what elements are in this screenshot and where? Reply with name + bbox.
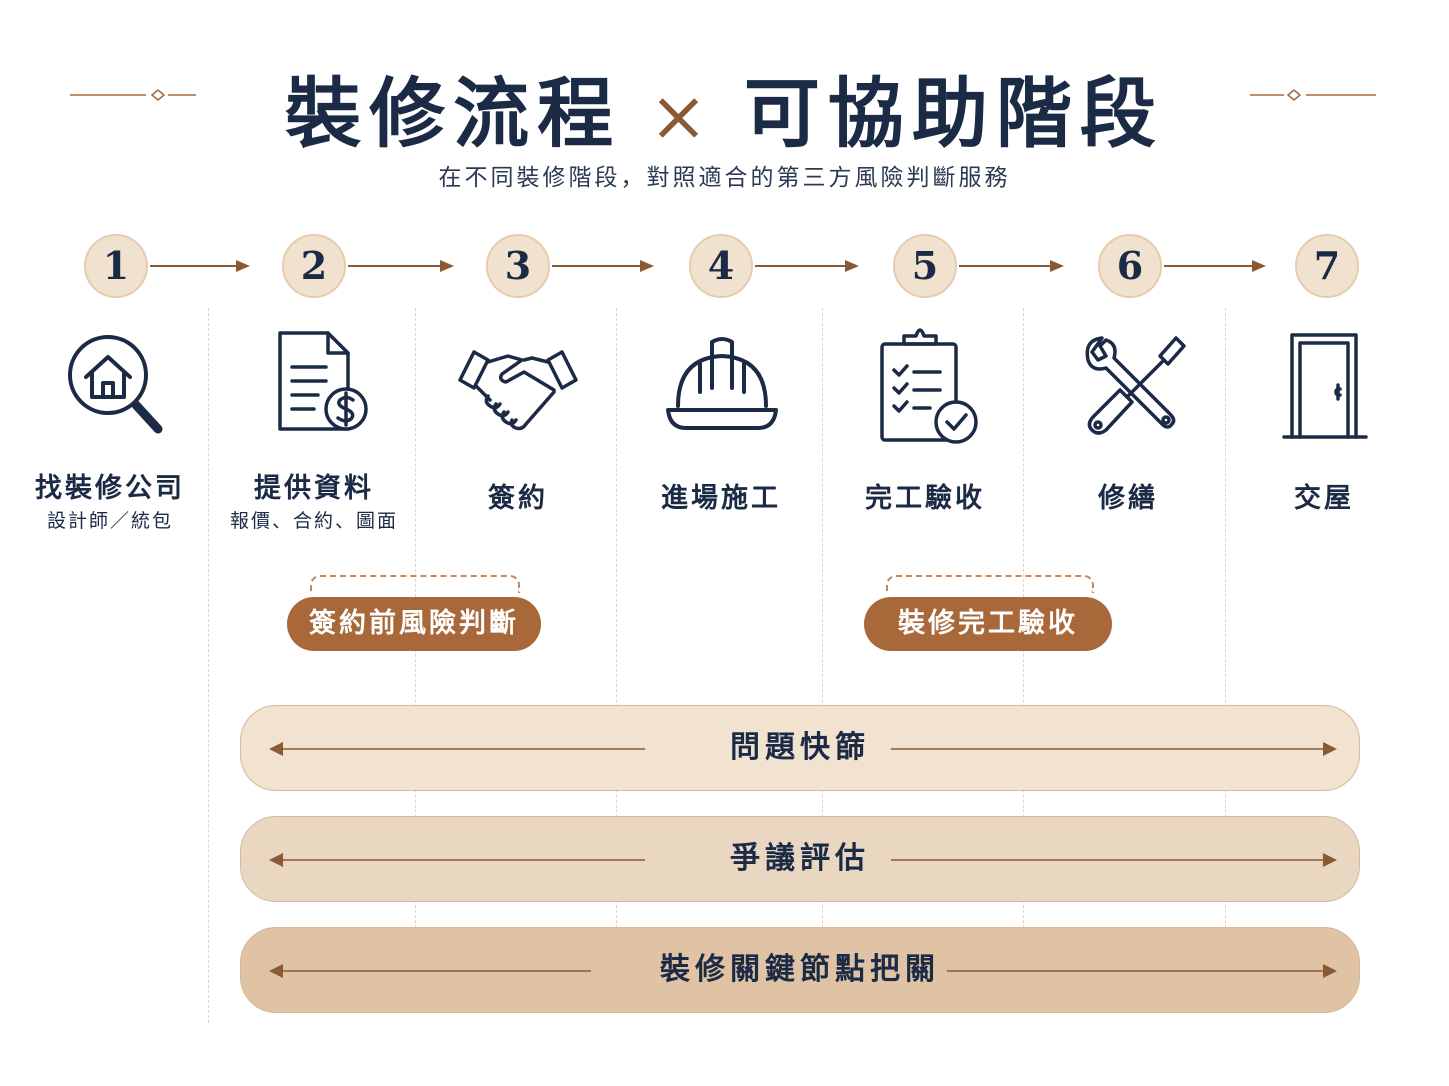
arrow-right-icon [959,260,1064,272]
band-label: 爭議評估 [730,841,870,876]
checklist-icon [880,328,978,444]
step-label-2: 提供資料 [254,473,374,504]
double-arrow-icon [269,964,1337,978]
column-divider [616,308,617,928]
step-number-5: 5 [893,234,957,298]
step-label-3: 簽約 [488,483,548,514]
right-ornament-icon [1250,89,1376,101]
step-number-4: 4 [689,234,753,298]
document-dollar-icon [278,331,368,431]
arrow-right-icon [552,260,654,272]
band-label: 問題快篩 [730,730,870,765]
column-divider [822,308,823,928]
step-number-6: 6 [1098,234,1162,298]
band-quick-screen: 問題快篩 [240,705,1360,791]
arrow-right-icon [1164,260,1266,272]
column-divider [208,308,209,1023]
step-number-2: 2 [282,234,346,298]
step-number-3: 3 [486,234,550,298]
door-icon [1282,333,1368,439]
step-sublabel-2: 報價、合約、圖面 [229,510,398,532]
wrench-screwdriver-icon [1085,336,1186,435]
page-title: 裝修流程 × 可協助階段 [0,52,1449,162]
title-cross: × [649,75,716,157]
step-label-7: 交屋 [1294,483,1354,514]
band-label: 裝修關鍵節點把關 [660,952,940,987]
title-left: 裝修流程 [285,69,622,158]
double-arrow-icon [269,742,1337,756]
service-bracket [310,575,520,593]
left-ornament-icon [70,89,196,101]
step-label-6: 修繕 [1098,483,1158,514]
house-search-icon [68,335,163,434]
handshake-icon [458,350,578,431]
step-number-1: 1 [84,234,148,298]
double-arrow-icon [269,853,1337,867]
arrow-right-icon [150,260,250,272]
service-pill-completion: 裝修完工驗收 [864,597,1112,651]
band-dispute-assessment: 爭議評估 [240,816,1360,902]
column-divider [1225,308,1226,928]
title-right: 可協助階段 [743,69,1164,158]
step-label-1: 找裝修公司 [35,473,185,504]
step-number-7: 7 [1295,234,1359,298]
step-label-4: 進場施工 [661,483,781,514]
step-sublabel-1: 設計師／統包 [46,510,173,532]
arrow-right-icon [755,260,859,272]
service-pill-pre-contract: 簽約前風險判斷 [287,597,541,651]
step-label-5: 完工驗收 [865,483,985,514]
page-subtitle: 在不同裝修階段，對照適合的第三方風險判斷服務 [438,165,1011,191]
band-key-checkpoints: 裝修關鍵節點把關 [240,927,1360,1013]
service-bracket [886,575,1094,593]
hard-hat-icon [666,337,778,430]
arrow-right-icon [348,260,454,272]
